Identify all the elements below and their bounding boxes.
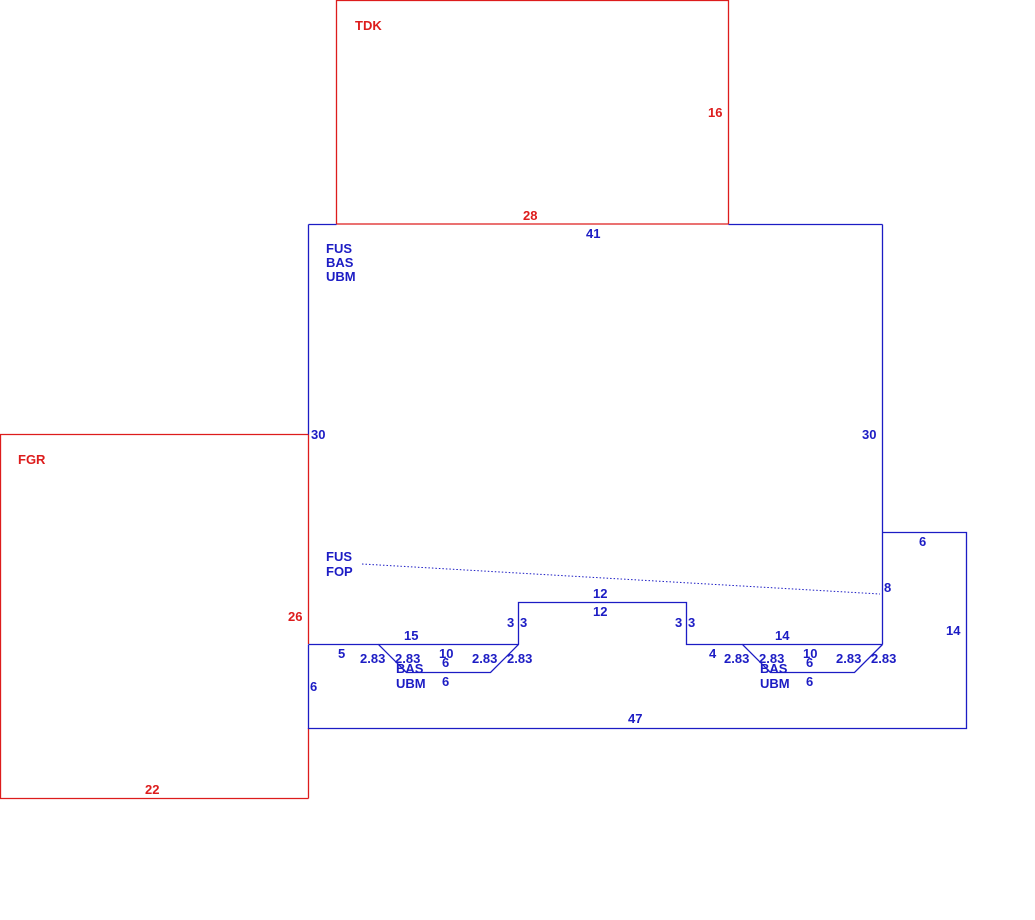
porch-dim-left-step: 5 (338, 646, 345, 661)
bay-left-dim-six-b: 6 (442, 674, 449, 689)
main-code-3: UBM (326, 269, 356, 284)
fgr-outline (0, 433, 309, 800)
porch-dim-center-right-a: 3 (675, 615, 682, 630)
porch-code-2: FOP (326, 564, 353, 579)
tdk-code: TDK (355, 18, 382, 33)
fgr-code: FGR (18, 452, 46, 467)
bay-right-dim-top: 14 (775, 628, 790, 643)
bay-left-code-2: UBM (396, 676, 426, 691)
fgr-dim-right: 26 (288, 609, 302, 624)
porch-divider-dotted (361, 563, 881, 595)
porch-dim-ext-right: 14 (946, 623, 961, 638)
bay-left-code-1: BAS (396, 661, 424, 676)
bay-left-dim-d1: 2.83 (360, 651, 385, 666)
porch-dim-center-left-b: 3 (520, 615, 527, 630)
fgr-dim-bottom: 22 (145, 782, 159, 797)
bay-right-dim-six-b: 6 (806, 674, 813, 689)
main-dim-left: 30 (311, 427, 325, 442)
tdk-area (335, 0, 730, 224)
main-dim-top: 41 (586, 226, 600, 241)
main-code-1: FUS (326, 241, 352, 256)
porch-dim-ext-left: 8 (884, 580, 891, 595)
bay-left-dim-top: 15 (404, 628, 418, 643)
bay-right-dim-six-a: 6 (806, 655, 813, 670)
bay-left-dim-d3: 2.83 (472, 651, 497, 666)
main-code-2: BAS (326, 255, 354, 270)
tdk-dim-right: 16 (708, 105, 722, 120)
main-dim-right: 30 (862, 427, 876, 442)
bay-right-dim-inner-top: 10 (803, 646, 817, 661)
tdk-outline (335, 0, 730, 224)
porch-dim-center-inner: 12 (593, 604, 607, 619)
bay-right-dim-d2: 2.83 (759, 651, 784, 666)
bay-right-dim-d1: 2.83 (724, 651, 749, 666)
porch-dim-center-top: 12 (593, 586, 607, 601)
porch-dim-ext-top: 6 (919, 534, 926, 549)
bay-right-code-2: UBM (760, 676, 790, 691)
bay-right-dim-d4: 2.83 (871, 651, 896, 666)
bay-left-dim-d2: 2.83 (395, 651, 420, 666)
bay-right-code-1: BAS (760, 661, 788, 676)
bay-left-dim-inner-top: 10 (439, 646, 453, 661)
porch-dim-bottom: 47 (628, 711, 642, 726)
bay-right-dim-d3: 2.83 (836, 651, 861, 666)
main-house-outline (307, 223, 968, 730)
porch-dim-center-right-b: 3 (688, 615, 695, 630)
porch-dim-center-left-a: 3 (507, 615, 514, 630)
fgr-area (0, 433, 309, 800)
porch-outline (307, 531, 968, 730)
main-lower-boundary (308, 601, 883, 674)
tdk-dim-bottom: 28 (523, 208, 537, 223)
porch-dim-right-step: 4 (709, 646, 717, 661)
porch-code-1: FUS (326, 549, 352, 564)
bay-left-dim-d4: 2.83 (507, 651, 532, 666)
porch-dim-left-lower: 6 (310, 679, 317, 694)
bay-left-dim-six-a: 6 (442, 655, 449, 670)
